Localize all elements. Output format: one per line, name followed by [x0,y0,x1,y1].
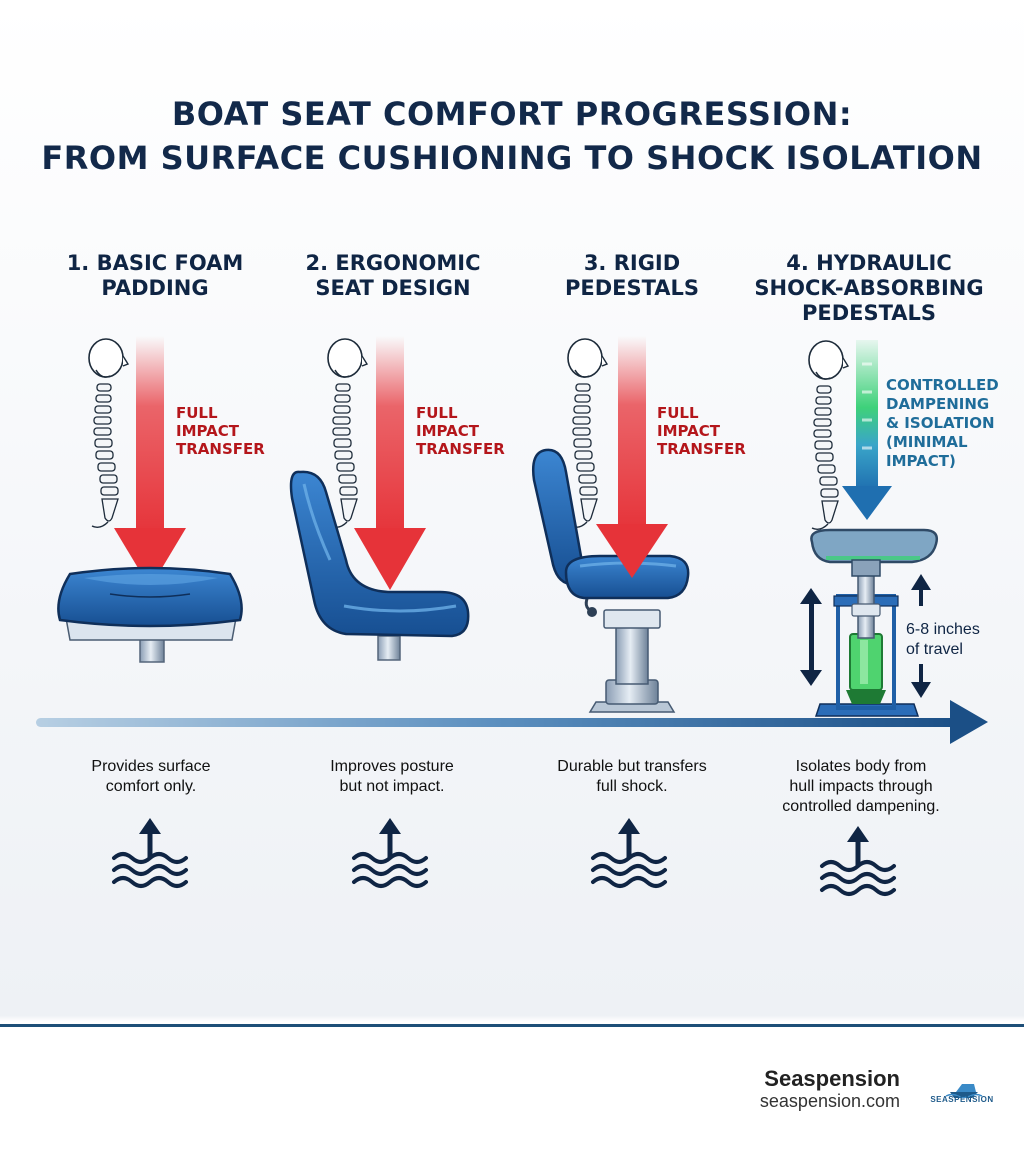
title-line-1: BOAT SEAT COMFORT PROGRESSION: [171,95,853,133]
brand-url: seaspension.com [759,1091,900,1111]
title-line-2: FROM SURFACE CUSHIONING TO SHOCK ISOLATI… [41,139,983,177]
seat-icon [532,448,690,600]
stage-1-description: Provides surface comfort only. [91,758,211,795]
travel-label: 6-8 inches of travel [906,621,980,658]
stage-3-title: 3. RIGID PEDESTALS [564,251,700,300]
footer-divider [0,1024,1024,1027]
stage-1-title: 1. BASIC FOAM PADDING [66,251,244,300]
wave-up-arrow-icon [822,826,894,894]
stage-3-art [532,336,690,713]
stage-4-title: 4. HYDRAULIC SHOCK-ABSORBING PEDESTALS [754,251,984,325]
wave-up-arrow-icon [593,818,665,886]
pedestal-icon [584,595,676,713]
brand-name: Seaspension [764,1066,900,1091]
spine-icon [567,338,608,529]
stage-4-description: Isolates body from hull impacts through … [782,758,940,815]
travel-arrow-icon [800,574,931,698]
wave-up-arrow-icon [354,818,426,886]
stage-1-art [57,336,243,663]
seat-icon [289,470,470,661]
impact-arrow-icon [596,336,668,578]
logo-wordmark: SEASPENSION [930,1095,994,1104]
dampening-arrow-icon [842,340,892,520]
stage-3-description: Durable but transfers full shock. [557,758,707,795]
stage-3-impact-label: FULL IMPACT TRANSFER [657,404,746,458]
stage-4-art [800,340,938,717]
seat-icon [810,528,938,577]
stage-2-title: 2. ERGONOMIC SEAT DESIGN [305,251,481,300]
page-title: BOAT SEAT COMFORT PROGRESSION: FROM SURF… [0,92,1024,180]
spine-icon [88,338,129,529]
spine-icon [327,338,368,529]
impact-arrow-icon [114,336,186,588]
hydraulic-pedestal-icon [814,573,920,717]
boat-logo-icon [945,1084,983,1099]
progression-arrow-icon [36,700,988,744]
spine-icon [808,340,849,531]
wave-up-arrow-icon [114,818,186,886]
stage-4-dampening-label: CONTROLLED DAMPENING & ISOLATION (MINIMA… [886,376,999,470]
stage-2-art [289,336,470,661]
stage-1-impact-label: FULL IMPACT TRANSFER [176,404,265,458]
impact-arrow-icon [354,336,426,590]
stage-2-description: Improves posture but not impact. [330,758,454,795]
seat-icon [57,566,243,663]
stage-2-impact-label: FULL IMPACT TRANSFER [416,404,505,458]
